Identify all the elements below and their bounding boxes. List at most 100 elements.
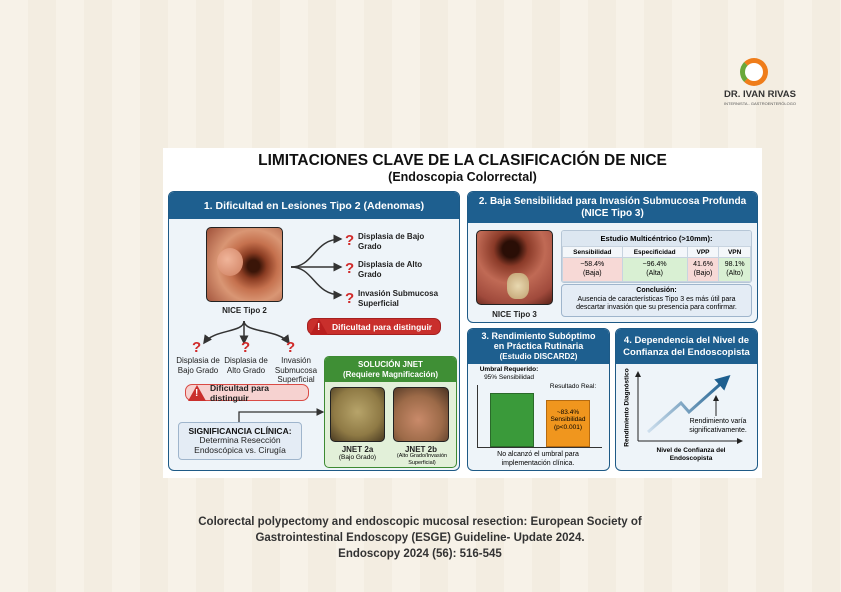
column-value-number: ~96.4%: [642, 261, 667, 268]
actual-value: ~83.4%: [556, 408, 580, 416]
x-axis-label-line2: Endoscopista: [669, 454, 713, 462]
panel3-footer-line2: implementación clínica.: [501, 459, 575, 467]
warning-icon: !: [310, 318, 328, 335]
chart-axis: [477, 385, 478, 447]
column-value: 41.6%(Bajo): [686, 257, 720, 282]
panel-low-sensitivity: 2. Baja Sensibilidad para Invasión Submu…: [467, 191, 758, 323]
option-high-grade: Displasia de Alto Grado: [358, 260, 423, 279]
difficulty-badge-bottom: ! Dificultad para distinguir: [185, 382, 309, 403]
jnet-2b-label: JNET 2b: [404, 445, 437, 454]
panel2-header: 2. Baja Sensibilidad para Invasión Submu…: [468, 192, 757, 223]
bottom-option-high-grade: Displasia de Alto Grado: [224, 356, 268, 375]
infographic: LIMITACIONES CLAVE DE LA CLASIFICACIÓN D…: [163, 148, 762, 478]
column-value: ~96.4%(Alta): [621, 257, 688, 282]
actual-metric: Sensibilidad: [550, 416, 586, 424]
jnet-title: SOLUCIÓN JNET: [358, 360, 423, 369]
conclusion-line1: Ausencia de características Tipo 3 es má…: [577, 295, 736, 303]
nice-type2-image: [206, 227, 283, 302]
panel1-header: 1. Dificultad en Lesiones Tipo 2 (Adenom…: [169, 192, 459, 219]
jnet-header: SOLUCIÓN JNET (Requiere Magnificación): [325, 357, 456, 382]
actual-sensitivity-bar: ~83.4% Sensibilidad (p<0.001): [546, 399, 590, 447]
column-value-number: 98.1%: [724, 261, 745, 268]
variation-note-line1: Rendimiento varía: [689, 418, 747, 425]
column-value-note: (Bajo): [693, 269, 713, 277]
logo-name: DR. IVAN RIVAS: [724, 89, 796, 100]
panel-routine-performance: 3. Rendimiento Subóptimo en Práctica Rut…: [467, 328, 610, 471]
logo: DR. IVAN RIVAS INTERNISTA - GASTROENTERÓ…: [712, 56, 808, 108]
column-value-number: ~58.4%: [580, 261, 605, 268]
table-title: Estudio Multicéntrico (>10mm):: [562, 231, 751, 246]
jnet-solution-box: SOLUCIÓN JNET (Requiere Magnificación) J…: [324, 356, 457, 468]
conclusion-title: Conclusión:: [636, 287, 677, 294]
panel4-header-line2: Confianza del Endoscopista: [623, 346, 750, 358]
nice-type3-label: NICE Tipo 3: [492, 310, 537, 319]
confidence-chart: [635, 371, 743, 444]
panel3-header: 3. Rendimiento Subóptimo en Práctica Rut…: [468, 329, 609, 364]
difficulty-badge-top: ! Dificultad para distinguir: [307, 318, 441, 335]
citation-line2: Gastrointestinal Endoscopy (ESGE) Guidel…: [255, 532, 585, 544]
variation-note-line2: significativamente.: [689, 426, 747, 434]
significance-title: SIGNIFICANCIA CLÍNICA:: [188, 426, 292, 436]
actual-p: (p<0.001): [553, 423, 582, 431]
question-icon: ?: [345, 290, 355, 307]
significance-line1: Determina Resección: [199, 435, 281, 445]
question-icon: ?: [192, 339, 202, 356]
panel3-footer-line1: No alcanzó el umbral para: [497, 451, 579, 458]
multicenter-table: Estudio Multicéntrico (>10mm): Sensibili…: [561, 230, 752, 283]
conclusion-line2: descartar invasión que su presencia para…: [576, 304, 737, 311]
citation-line3: Endoscopy 2024 (56): 516-545: [338, 548, 502, 560]
trend-arrow: [647, 375, 731, 434]
column-value: 98.1%(Alto): [718, 257, 751, 282]
required-sensitivity-bar: [490, 393, 534, 447]
bottom-option-low-grade: Displasia de Bajo Grado: [176, 356, 220, 375]
panel3-header-line1: 3. Rendimiento Subóptimo: [481, 330, 596, 341]
significance-line2: Endoscópica vs. Cirugía: [194, 444, 286, 455]
jnet-2b-sub: (Alto Grado/Invasión Superficial): [396, 453, 448, 466]
panel-type2-difficulty: 1. Dificultad en Lesiones Tipo 2 (Adenom…: [168, 191, 460, 471]
panel2-header-line2: (NICE Tipo 3): [581, 207, 644, 219]
actual-result-label: Resultado Real:: [549, 383, 597, 390]
logo-subtitle: INTERNISTA - GASTROENTERÓLOGO: [724, 101, 796, 106]
badge-text: Dificultad para distinguir: [332, 321, 433, 332]
panel4-header: 4. Dependencia del Nivel de Confianza de…: [616, 329, 757, 364]
panel4-header-line1: 4. Dependencia del Nivel de: [623, 335, 750, 346]
column-header: Especificidad: [621, 246, 688, 258]
panel3-header-line2: en Práctica Rutinaria: [493, 341, 584, 352]
column-value-note: (Alto): [726, 269, 744, 277]
y-axis-label: Rendimiento Diagnóstico: [623, 368, 631, 447]
required-label-title: Umbral Requerido:: [479, 366, 539, 373]
column-value-note: (Baja): [582, 269, 602, 277]
required-label: Umbral Requerido: 95% Sensibilidad: [478, 366, 540, 382]
question-icon: ?: [345, 260, 355, 277]
chart-baseline: [477, 447, 602, 448]
badge-text: Dificultad para distinguir: [210, 382, 270, 403]
question-icon: ?: [345, 232, 355, 249]
nice-type2-label: NICE Tipo 2: [222, 306, 267, 315]
jnet-2b-image: [393, 387, 449, 442]
citation-line1: Colorectal polypectomy and endoscopic mu…: [198, 516, 642, 528]
conclusion-box: Conclusión: Ausencia de características …: [561, 284, 752, 317]
nice-type3-image: [476, 230, 553, 305]
column-header: VPP: [686, 246, 720, 258]
variation-note: Rendimiento varía significativamente.: [680, 418, 756, 435]
citation: Colorectal polypectomy and endoscopic mu…: [150, 514, 690, 562]
question-icon: ?: [241, 339, 251, 356]
option-superficial-invasion: Invasión Submucosa Superficial: [358, 289, 439, 308]
clinical-significance-box: SIGNIFICANCIA CLÍNICA: Determina Resecci…: [178, 422, 302, 460]
infographic-subtitle: (Endoscopia Colorrectal): [388, 170, 537, 184]
logo-emblem-icon: [740, 58, 768, 86]
branch-arrows-down: [203, 320, 290, 345]
panel2-header-line1: 2. Baja Sensibilidad para Invasión Submu…: [478, 195, 747, 207]
branch-arrows-right: [290, 234, 343, 300]
x-axis-label-line1: Nivel de Confianza del: [656, 447, 726, 454]
column-value: ~58.4%(Baja): [562, 257, 623, 282]
warning-icon: !: [188, 384, 206, 401]
jnet-2a-label: JNET 2a: [341, 445, 374, 454]
bottom-option-superficial: Invasión Submucosa Superficial: [274, 356, 318, 384]
x-axis-label: Nivel de Confianza del Endoscopista: [636, 447, 746, 462]
column-value-number: 41.6%: [693, 261, 713, 268]
column-header: Sensibilidad: [562, 246, 623, 258]
question-icon: ?: [286, 339, 296, 356]
infographic-title: LIMITACIONES CLAVE DE LA CLASIFICACIÓN D…: [258, 152, 667, 169]
